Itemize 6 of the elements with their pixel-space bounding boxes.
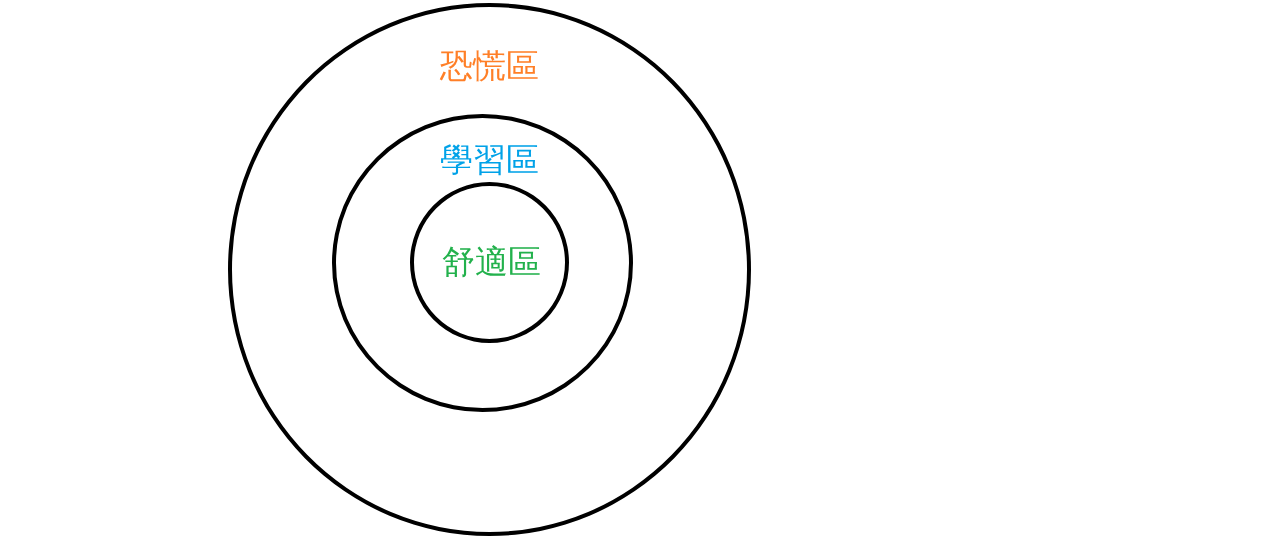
- outer-circle: [228, 3, 751, 536]
- zone-label: 學習區: [439, 142, 539, 178]
- inner-circle: [410, 182, 569, 343]
- zone-label: 恐慌區: [439, 48, 539, 84]
- zone-label: 舒適區: [441, 244, 541, 280]
- middle-circle: [332, 114, 633, 412]
